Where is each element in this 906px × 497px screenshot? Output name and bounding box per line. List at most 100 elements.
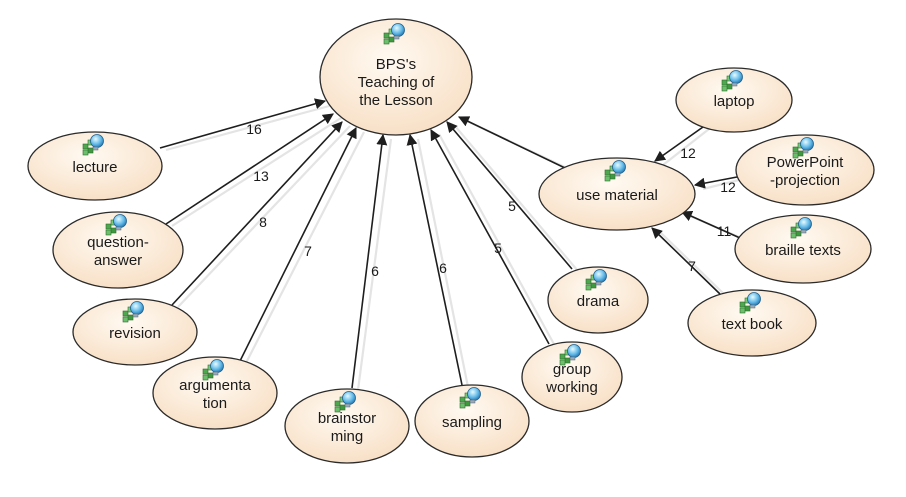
node-label-line: Teaching of [358, 74, 436, 91]
edge-weight-label: 6 [371, 263, 379, 279]
edge-shadow-line [245, 131, 365, 364]
node-label-line: drama [577, 293, 620, 310]
edge-group-working-to-center: 5 [430, 129, 556, 347]
node-revision[interactable]: revision [72, 298, 198, 366]
code-node-icon [792, 137, 814, 159]
edge-braille-to-use-material: 11 [680, 211, 747, 242]
node-label-line: argumenta [179, 377, 251, 394]
edge-weight-label: 13 [253, 168, 269, 184]
node-question-answer[interactable]: question-answer [52, 211, 184, 289]
code-node-icon [585, 269, 607, 291]
node-label-line: question- [87, 234, 149, 251]
code-node-icon [122, 301, 144, 323]
node-label-line: answer [94, 252, 142, 269]
node-ellipse[interactable] [52, 211, 184, 289]
edge-arrow [351, 133, 388, 389]
edge-arrow [458, 116, 566, 169]
edge-revision-to-center: 8 [171, 121, 351, 308]
edge-arrow [239, 127, 357, 362]
node-ellipse[interactable] [734, 214, 872, 284]
code-node-icon [559, 344, 581, 366]
edge-powerpoint-to-use-material: 12 [693, 176, 744, 195]
node-ellipse[interactable] [319, 18, 473, 136]
edge-arrow [446, 121, 573, 270]
node-label-line: revision [109, 325, 161, 342]
node-ellipse[interactable] [284, 388, 410, 464]
node-ellipse[interactable] [521, 341, 623, 413]
node-drama[interactable]: drama [547, 266, 649, 334]
edge-weight-label: 12 [720, 179, 736, 195]
node-ellipse[interactable] [72, 298, 198, 366]
edge-shadow-line [702, 177, 744, 191]
node-ellipse[interactable] [547, 266, 649, 334]
edge-arrow [654, 126, 704, 162]
edge-lecture-to-center: 16 [159, 98, 334, 152]
node-sampling[interactable]: sampling [414, 384, 530, 458]
edge-shadow-line [662, 128, 710, 166]
edge-weight-label: 7 [304, 243, 312, 259]
edge-shadow-line [659, 231, 727, 297]
edge-arrow [430, 129, 550, 345]
edge-shadow-line [165, 103, 334, 152]
edge-arrow [406, 133, 463, 386]
node-label-line: tion [203, 395, 227, 412]
edge-arrow [159, 98, 327, 149]
node-label-line: braille texts [765, 242, 841, 259]
node-label-line: working [545, 379, 598, 396]
node-powerpoint[interactable]: PowerPoint-projection [735, 134, 875, 206]
node-label-line: text book [722, 316, 783, 333]
edge-arrow [693, 176, 738, 189]
node-ellipse[interactable] [414, 384, 530, 458]
node-lecture[interactable]: lecture [27, 131, 163, 201]
node-label-line: -projection [770, 172, 840, 189]
edge-weight-label: 6 [439, 260, 447, 276]
node-ellipse[interactable] [152, 356, 278, 430]
edge-use-material-to-center [458, 116, 572, 171]
node-laptop[interactable]: laptop [675, 67, 793, 133]
edge-arrow [171, 121, 343, 306]
edge-shadow-line [177, 125, 351, 308]
edge-shadow-line [171, 117, 342, 227]
node-label-line: lecture [72, 159, 117, 176]
code-node-icon [790, 217, 812, 239]
node-ellipse[interactable] [27, 131, 163, 201]
node-use-material[interactable]: use material [538, 157, 696, 231]
edge-shadow-line [356, 138, 393, 391]
edge-brainstorming-to-center: 6 [351, 133, 393, 391]
edge-question-answer-to-center: 13 [165, 113, 342, 227]
node-label-line: group [553, 361, 591, 378]
edge-textbook-to-use-material: 7 [651, 227, 727, 297]
edge-arrow [165, 113, 334, 225]
node-ellipse[interactable] [538, 157, 696, 231]
node-braille[interactable]: braille texts [734, 214, 872, 284]
node-label-line: BPS's [376, 56, 416, 73]
code-node-icon [383, 23, 405, 45]
node-label-line: sampling [442, 414, 502, 431]
edge-laptop-to-use-material: 12 [654, 126, 710, 166]
node-label-line: the Lesson [359, 92, 432, 109]
node-ellipse[interactable] [735, 134, 875, 206]
edge-shadow-line [416, 138, 470, 388]
node-ellipse[interactable] [687, 289, 817, 357]
edge-weight-label: 8 [259, 214, 267, 230]
code-node-icon [459, 387, 481, 409]
edge-weight-label: 16 [246, 121, 262, 137]
node-textbook[interactable]: text book [687, 289, 817, 357]
edge-arrow [651, 227, 721, 295]
code-node-icon [105, 214, 127, 236]
node-label-line: use material [576, 187, 658, 204]
edge-shadow-line [454, 125, 579, 272]
node-ellipse[interactable] [675, 67, 793, 133]
code-node-icon [202, 359, 224, 381]
edge-weight-label: 12 [680, 145, 696, 161]
edge-weight-label: 5 [494, 240, 502, 256]
edge-weight-label: 11 [717, 223, 732, 239]
code-node-icon [604, 160, 626, 182]
code-node-icon [334, 391, 356, 413]
